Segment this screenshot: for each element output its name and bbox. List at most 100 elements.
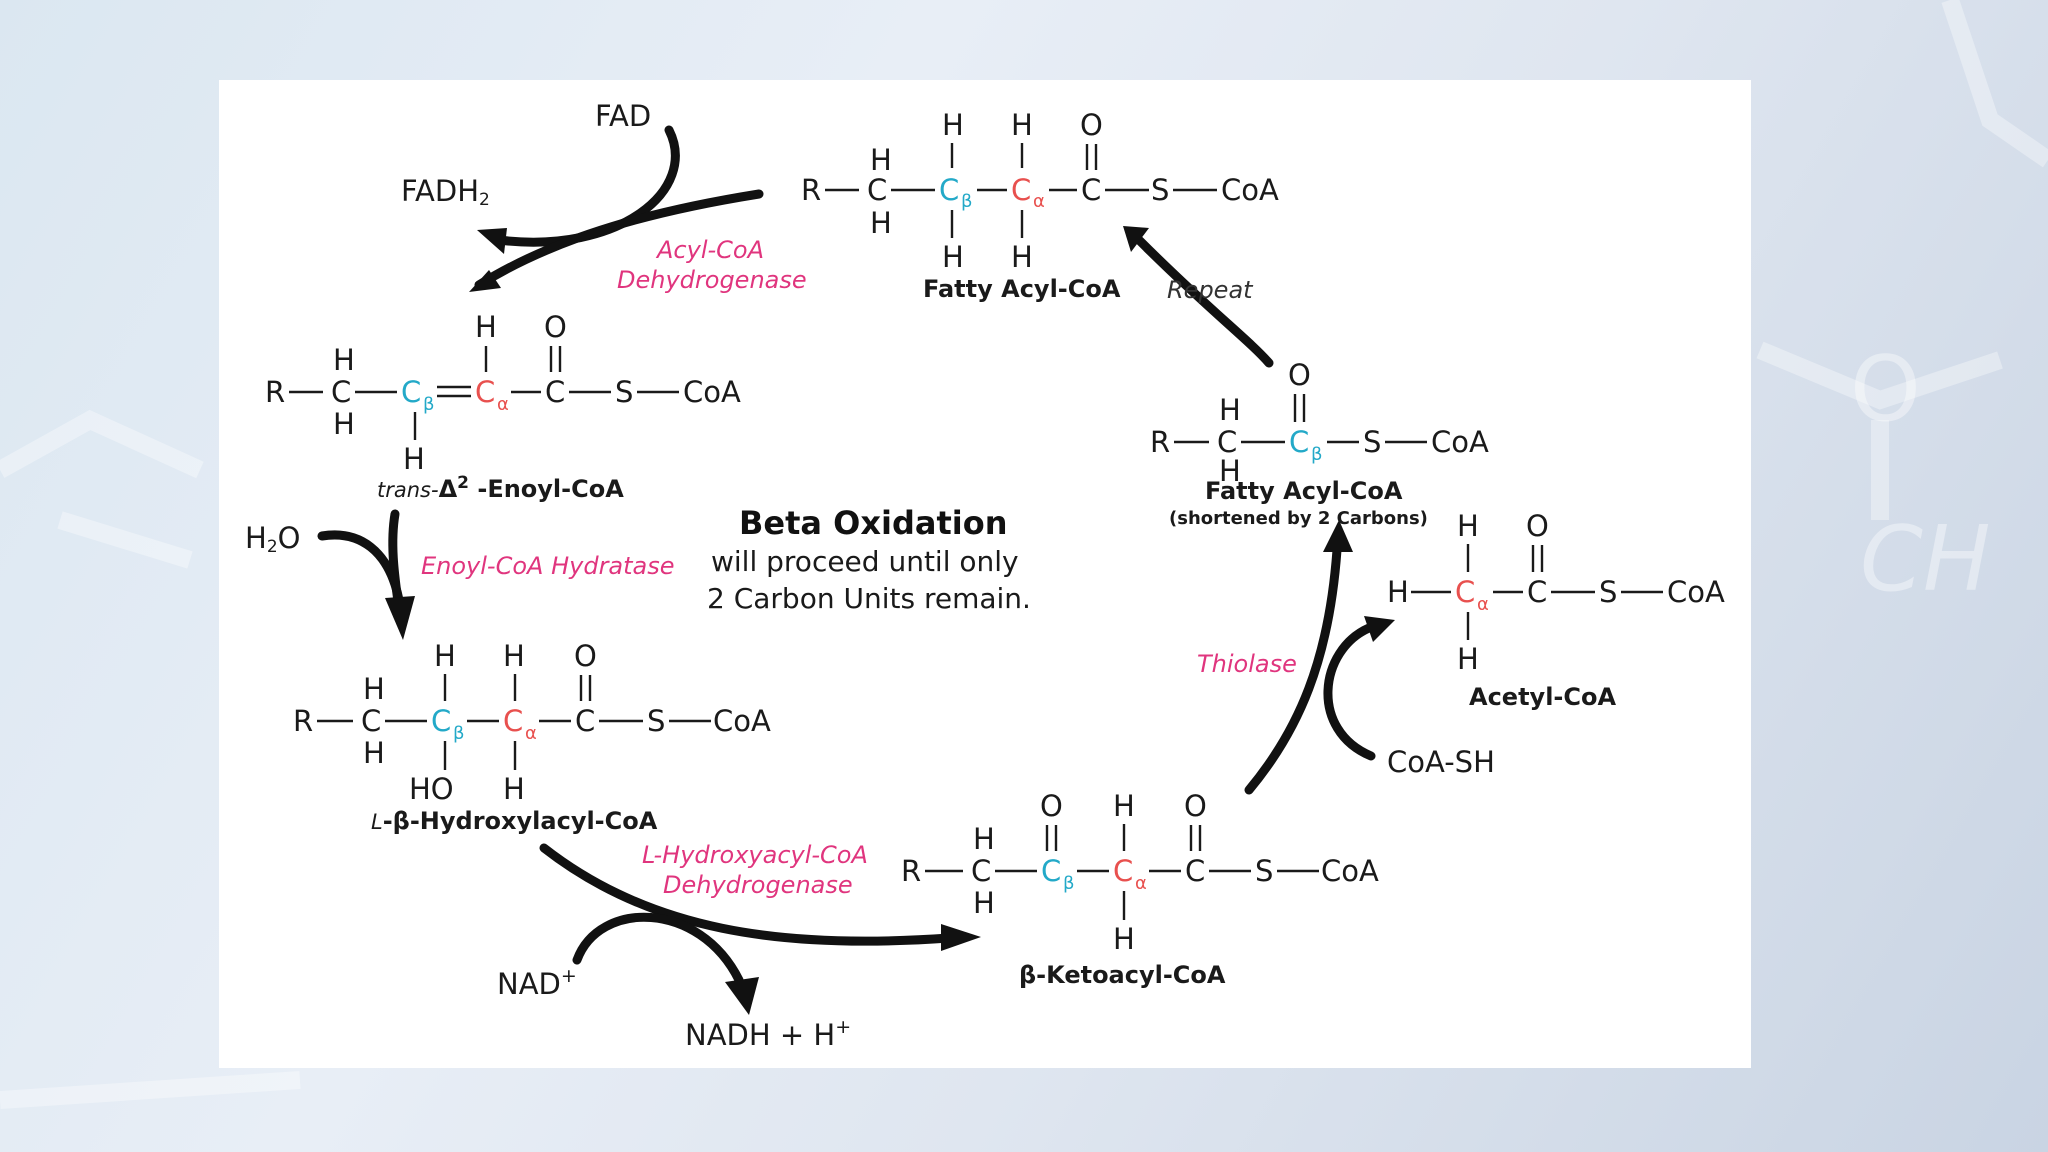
atom-h: H xyxy=(333,407,355,441)
atom-h: H xyxy=(973,886,995,920)
hydratase-arrow xyxy=(388,509,404,615)
atom-o: O xyxy=(1080,108,1103,142)
atom-h: H xyxy=(503,772,525,806)
atom-o: O xyxy=(1526,509,1549,543)
enoyl-coa-structure: R C H H C β H C α H C O S CoA trans-Δ2 -… xyxy=(265,310,741,503)
atom-c: C xyxy=(545,375,565,409)
atom-r: R xyxy=(265,375,285,409)
acyl-to-enoyl-arrow xyxy=(474,189,764,290)
acyl-coa-dehydrogenase-label-1: Acyl-CoA xyxy=(655,236,764,264)
atom-o: O xyxy=(1288,358,1311,392)
ketoacyl-coa-structure: R C H H C β O C α H H C O S CoA β-Ketoac… xyxy=(901,789,1379,989)
atom-coa: CoA xyxy=(1221,173,1279,207)
fatty-acyl-coa-label: Fatty Acyl-CoA xyxy=(923,275,1121,303)
coash-arrow xyxy=(1323,623,1376,761)
atom-s: S xyxy=(615,375,633,409)
atom-h: H xyxy=(363,736,385,770)
hydroxyacyl-coa-dehydrogenase-label-2: Dehydrogenase xyxy=(663,871,853,899)
repeat-arrow xyxy=(1134,235,1274,368)
atom-s: S xyxy=(1151,173,1169,207)
nad-arrow-head xyxy=(725,977,759,1015)
fad-arrow-head xyxy=(477,228,507,254)
atom-h: H xyxy=(1457,509,1479,543)
atom-c: C xyxy=(1185,854,1205,888)
atom-r: R xyxy=(801,173,821,207)
acetyl-coa-structure: H C α H H C O S CoA Acetyl-CoA xyxy=(1387,509,1725,711)
atom-c-beta: C xyxy=(939,173,959,207)
alpha-label: α xyxy=(1477,594,1489,615)
atom-h: H xyxy=(1011,240,1033,274)
shortened-note: (shortened by 2 Carbons) xyxy=(1169,508,1428,529)
svg-text:CH: CH xyxy=(1860,507,1991,612)
thiolase-arrow xyxy=(1244,545,1342,795)
atom-h: H xyxy=(942,240,964,274)
atom-c: C xyxy=(331,375,351,409)
atom-r: R xyxy=(901,854,921,888)
atom-h: H xyxy=(363,672,385,706)
cycle-arrows xyxy=(317,125,1395,1015)
atom-h: H xyxy=(1457,642,1479,676)
atom-h: H xyxy=(1011,108,1033,142)
atom-c-beta: C xyxy=(1041,854,1061,888)
hydroxyacyl-arrow-head xyxy=(941,924,981,951)
atom-h: H xyxy=(503,639,525,673)
atom-c-alpha: C xyxy=(503,704,523,738)
atom-h: H xyxy=(942,108,964,142)
atom-h: H xyxy=(475,310,497,344)
thiolase-arrow-head xyxy=(1323,520,1353,552)
atom-r: R xyxy=(1150,425,1170,459)
nad-arrow xyxy=(572,912,744,985)
atom-o: O xyxy=(544,310,567,344)
atom-coa: CoA xyxy=(683,375,741,409)
atom-c-alpha: C xyxy=(1113,854,1133,888)
fad-arrow xyxy=(494,125,680,247)
cofactors: FAD FADH2 H2O NAD+ NADH + H+ CoA-SH xyxy=(245,99,1495,1052)
enzyme-labels: Acyl-CoA Dehydrogenase Enoyl-CoA Hydrata… xyxy=(421,236,1297,899)
enoyl-coa-hydratase-label: Enoyl-CoA Hydratase xyxy=(421,552,675,580)
atom-c: C xyxy=(1527,575,1547,609)
alpha-label: α xyxy=(1033,191,1045,212)
atom-s: S xyxy=(1599,575,1617,609)
atom-c: C xyxy=(575,704,595,738)
atom-c: C xyxy=(1217,425,1237,459)
atom-h: H xyxy=(973,822,995,856)
atom-c-beta: C xyxy=(1289,425,1309,459)
diagram-title: Beta Oxidation xyxy=(739,504,1007,542)
alpha-label: α xyxy=(525,723,537,744)
beta-label: β xyxy=(961,191,973,212)
hydratase-arrow-head xyxy=(385,596,415,640)
center-caption: Beta Oxidation will proceed until only 2… xyxy=(707,504,1031,615)
atom-h: H xyxy=(333,343,355,377)
atom-h: H xyxy=(434,639,456,673)
acyl-to-enoyl-arrow-head xyxy=(469,270,501,292)
repeat-arrow-head xyxy=(1123,226,1149,252)
h2o-label: H2O xyxy=(245,521,300,557)
atom-h: H xyxy=(403,442,425,476)
svg-text:O: O xyxy=(1850,337,1921,442)
atom-s: S xyxy=(1255,854,1273,888)
atom-h: H xyxy=(1113,789,1135,823)
nad-label: NAD+ xyxy=(497,965,577,1001)
hydroxyacyl-to-ketoacyl-arrow xyxy=(539,843,954,946)
atom-c: C xyxy=(1081,173,1101,207)
atom-h: H xyxy=(1113,922,1135,956)
atom-c-alpha: C xyxy=(475,375,495,409)
atom-h: H xyxy=(870,206,892,240)
atom-coa: CoA xyxy=(1667,575,1725,609)
atom-c: C xyxy=(971,854,991,888)
atom-s: S xyxy=(1363,425,1381,459)
hydroxyacyl-coa-structure: R C H H C β H HO C α H H C O S CoA L-β-H… xyxy=(293,639,771,835)
shortened-fatty-acyl-coa-structure: R C H H C β O S CoA Fatty Acyl-CoA (shor… xyxy=(1150,358,1489,529)
nadh-label: NADH + H+ xyxy=(685,1016,851,1052)
acetyl-coa-label: Acetyl-CoA xyxy=(1469,683,1616,711)
enoyl-coa-label: trans-Δ2 -Enoyl-CoA xyxy=(377,473,624,503)
atom-h: H xyxy=(1219,393,1241,427)
atom-s: S xyxy=(647,704,665,738)
alpha-label: α xyxy=(1135,873,1147,894)
atom-h: H xyxy=(1387,575,1409,609)
atom-c-beta: C xyxy=(431,704,451,738)
beta-oxidation-diagram: R C H H C β H H C α H H C O S CoA Fatty … xyxy=(219,80,1751,1068)
atom-o: O xyxy=(574,639,597,673)
thiolase-label: Thiolase xyxy=(1197,650,1297,678)
coash-arrow-head xyxy=(1364,616,1395,642)
